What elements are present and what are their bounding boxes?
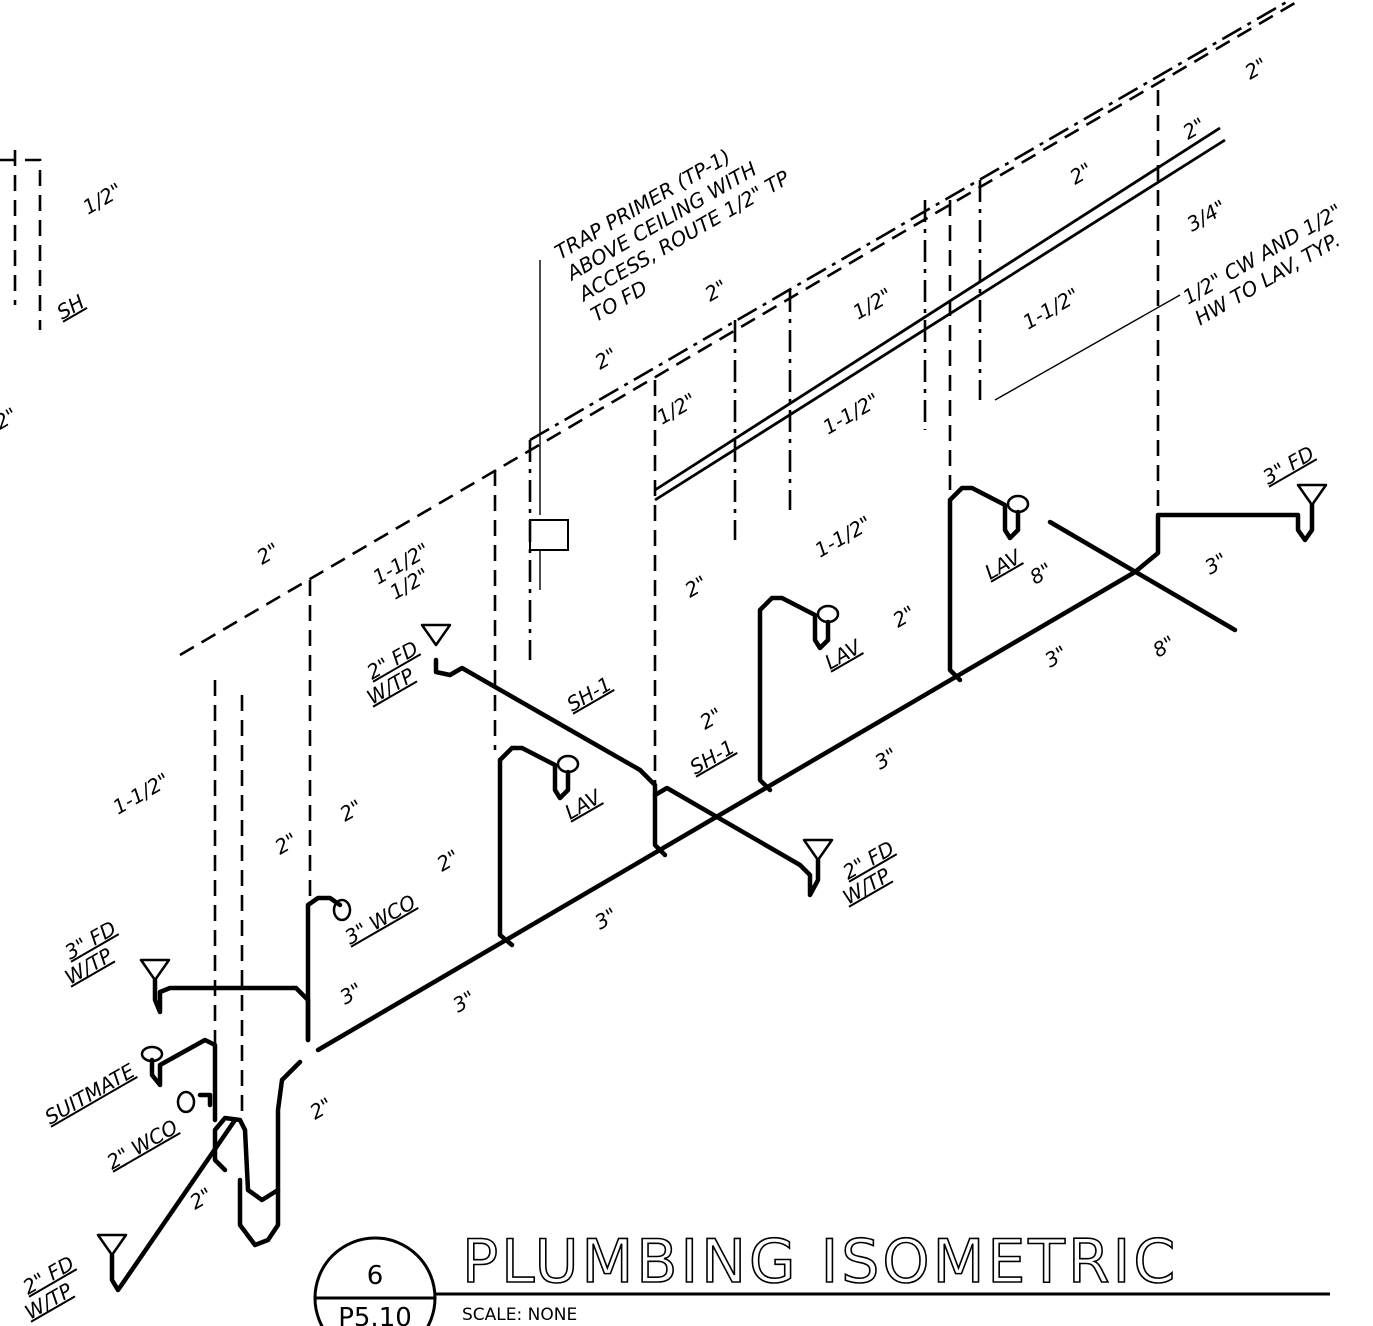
leader-lines <box>539 260 1181 515</box>
floor-drains <box>96 483 1328 1257</box>
lav-symbol-right <box>1006 494 1030 514</box>
fd-symbol-bottom <box>96 1233 128 1257</box>
size-three-e: 3" <box>449 986 480 1018</box>
fixture-labels: SH SH-1 SH-1 LAV LAV LAV 3" FD 2" FD W/T… <box>19 290 1319 1325</box>
hw-line-a <box>654 138 1226 502</box>
size-three-b: 3" <box>1041 641 1072 673</box>
size-two-m: 2" <box>306 1093 337 1125</box>
size-onehalf-d: 1-1/2" <box>811 511 876 562</box>
size-two-l: 2" <box>433 845 464 877</box>
waste-fd-crossing-b <box>652 785 821 898</box>
trap-primer-box <box>529 519 569 551</box>
fd-symbol-mid-a <box>420 623 452 647</box>
cw-line <box>529 0 1291 442</box>
size-half-a: 1/2" <box>849 283 897 324</box>
suitmate-symbol <box>140 1045 164 1063</box>
size-half-b: 1/2" <box>653 388 701 429</box>
size-eight-a: 8" <box>1026 558 1057 590</box>
trap-primer <box>529 519 569 590</box>
vent-piping <box>0 0 1301 1120</box>
waste-8in-branch <box>1047 519 1238 633</box>
waste-lav-middle <box>757 595 831 793</box>
fd-symbol-top <box>1296 483 1328 507</box>
size-three-a: 3" <box>1201 548 1232 580</box>
size-onehalf-a: 1-1/2" <box>1019 283 1084 334</box>
waste-branch-3in-fd <box>1132 502 1315 575</box>
hw-line-b <box>654 126 1221 492</box>
size-two-i: 2" <box>696 703 727 735</box>
vent-left-stub <box>0 158 42 330</box>
size-two-top-b: 2" <box>1179 113 1210 145</box>
size-two-g: 2" <box>681 571 712 603</box>
waste-lav-left <box>497 745 571 948</box>
fd-symbol-mid-b <box>802 838 834 862</box>
vent-main-diagonal <box>179 0 1301 657</box>
label-wco-2: 2" WCO <box>103 1115 182 1175</box>
fd-symbol-left <box>139 958 171 982</box>
wco-symbol-2in <box>176 1090 196 1114</box>
label-wco-3: 3" WCO <box>341 890 420 950</box>
leader-cw-hw <box>994 294 1181 401</box>
scale-note: SCALE: NONE <box>462 1305 577 1325</box>
size-eight-b: 8" <box>1149 631 1180 663</box>
label-sh1-a: SH-1 <box>563 672 616 717</box>
size-half-top: 1/2" <box>79 178 127 219</box>
lav-symbol-middle <box>816 604 840 624</box>
label-sh1-b: SH-1 <box>686 735 739 780</box>
size-three-quarter: 3/4" <box>1183 195 1231 236</box>
waste-2in-wco <box>197 1092 213 1108</box>
waste-bottom-fd <box>109 1117 238 1293</box>
waste-fd-crossing-a <box>433 657 668 858</box>
size-two-e: 2" <box>591 343 622 375</box>
water-piping <box>528 0 1291 660</box>
size-two-f: 2" <box>253 538 284 570</box>
size-two-left: 2" <box>0 403 21 435</box>
wco-symbol-3in <box>332 898 352 922</box>
waste-bottom-riser <box>237 1177 281 1248</box>
detail-number: 6 <box>367 1261 384 1291</box>
label-sh: SH <box>53 290 89 325</box>
main-waste-line <box>315 569 1138 1053</box>
label-lav-a: LAV <box>981 544 1027 584</box>
trap-primer-note: TRAP PRIMER (TP-1) ABOVE CEILING WITH AC… <box>551 144 795 327</box>
waste-bottom-left <box>212 1059 303 1203</box>
size-three-d: 3" <box>591 903 622 935</box>
size-two-j: 2" <box>271 828 302 860</box>
label-suitmate: SUITMATE <box>41 1058 140 1129</box>
size-two-top-d: 2" <box>701 275 732 307</box>
title-block: 6 P5.10 PLUMBING ISOMETRIC SCALE: NONE <box>313 1226 1330 1326</box>
size-two-k: 2" <box>336 795 367 827</box>
size-two-top-a: 2" <box>1241 53 1272 85</box>
size-three-f: 3" <box>336 978 367 1010</box>
waste-wco-riser <box>305 895 343 1043</box>
sheet-number: P5.10 <box>338 1303 412 1326</box>
size-three-c: 3" <box>871 743 902 775</box>
waste-piping <box>109 485 1315 1293</box>
size-two-h: 2" <box>889 601 920 633</box>
label-fd-top: 3" FD <box>1259 441 1319 489</box>
size-two-top-c: 2" <box>1066 158 1097 190</box>
size-onehalf-b: 1-1/2" <box>819 388 884 439</box>
waste-left-fd <box>152 977 311 1043</box>
waste-lav-right <box>947 485 1021 683</box>
lav-symbol-left <box>556 754 580 774</box>
size-onehalf-left: 1-1/2" <box>109 768 174 819</box>
drawing-title: PLUMBING ISOMETRIC <box>462 1227 1178 1297</box>
